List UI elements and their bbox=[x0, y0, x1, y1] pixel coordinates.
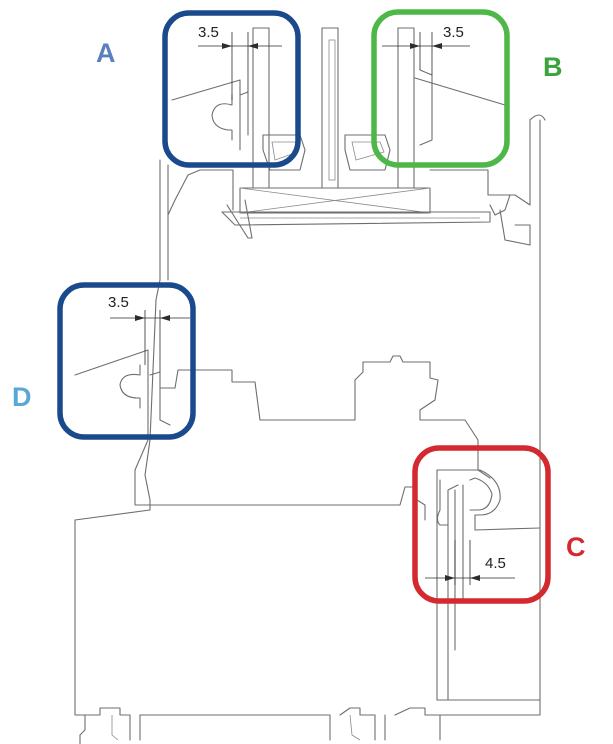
profile-drawing bbox=[74, 27, 546, 744]
highlight-ring-b bbox=[371, 9, 510, 168]
dimension-d-value: 3.5 bbox=[108, 294, 129, 311]
dimension-c-value: 4.5 bbox=[485, 555, 506, 572]
highlight-ring-c bbox=[412, 445, 551, 604]
dimension-b-value: 3.5 bbox=[443, 24, 464, 41]
label-c: C bbox=[566, 532, 586, 562]
dimension-a: 3.5 bbox=[198, 24, 282, 100]
dimension-a-value: 3.5 bbox=[198, 24, 219, 41]
label-b: B bbox=[543, 52, 563, 82]
label-a: A bbox=[96, 38, 116, 68]
highlight-ring-d bbox=[57, 282, 196, 440]
label-d: D bbox=[12, 382, 32, 412]
dimension-d: 3.5 bbox=[108, 294, 190, 372]
dimension-c: 4.5 bbox=[425, 540, 515, 585]
highlight-ring-a bbox=[162, 10, 301, 168]
dimension-b: 3.5 bbox=[382, 24, 470, 75]
